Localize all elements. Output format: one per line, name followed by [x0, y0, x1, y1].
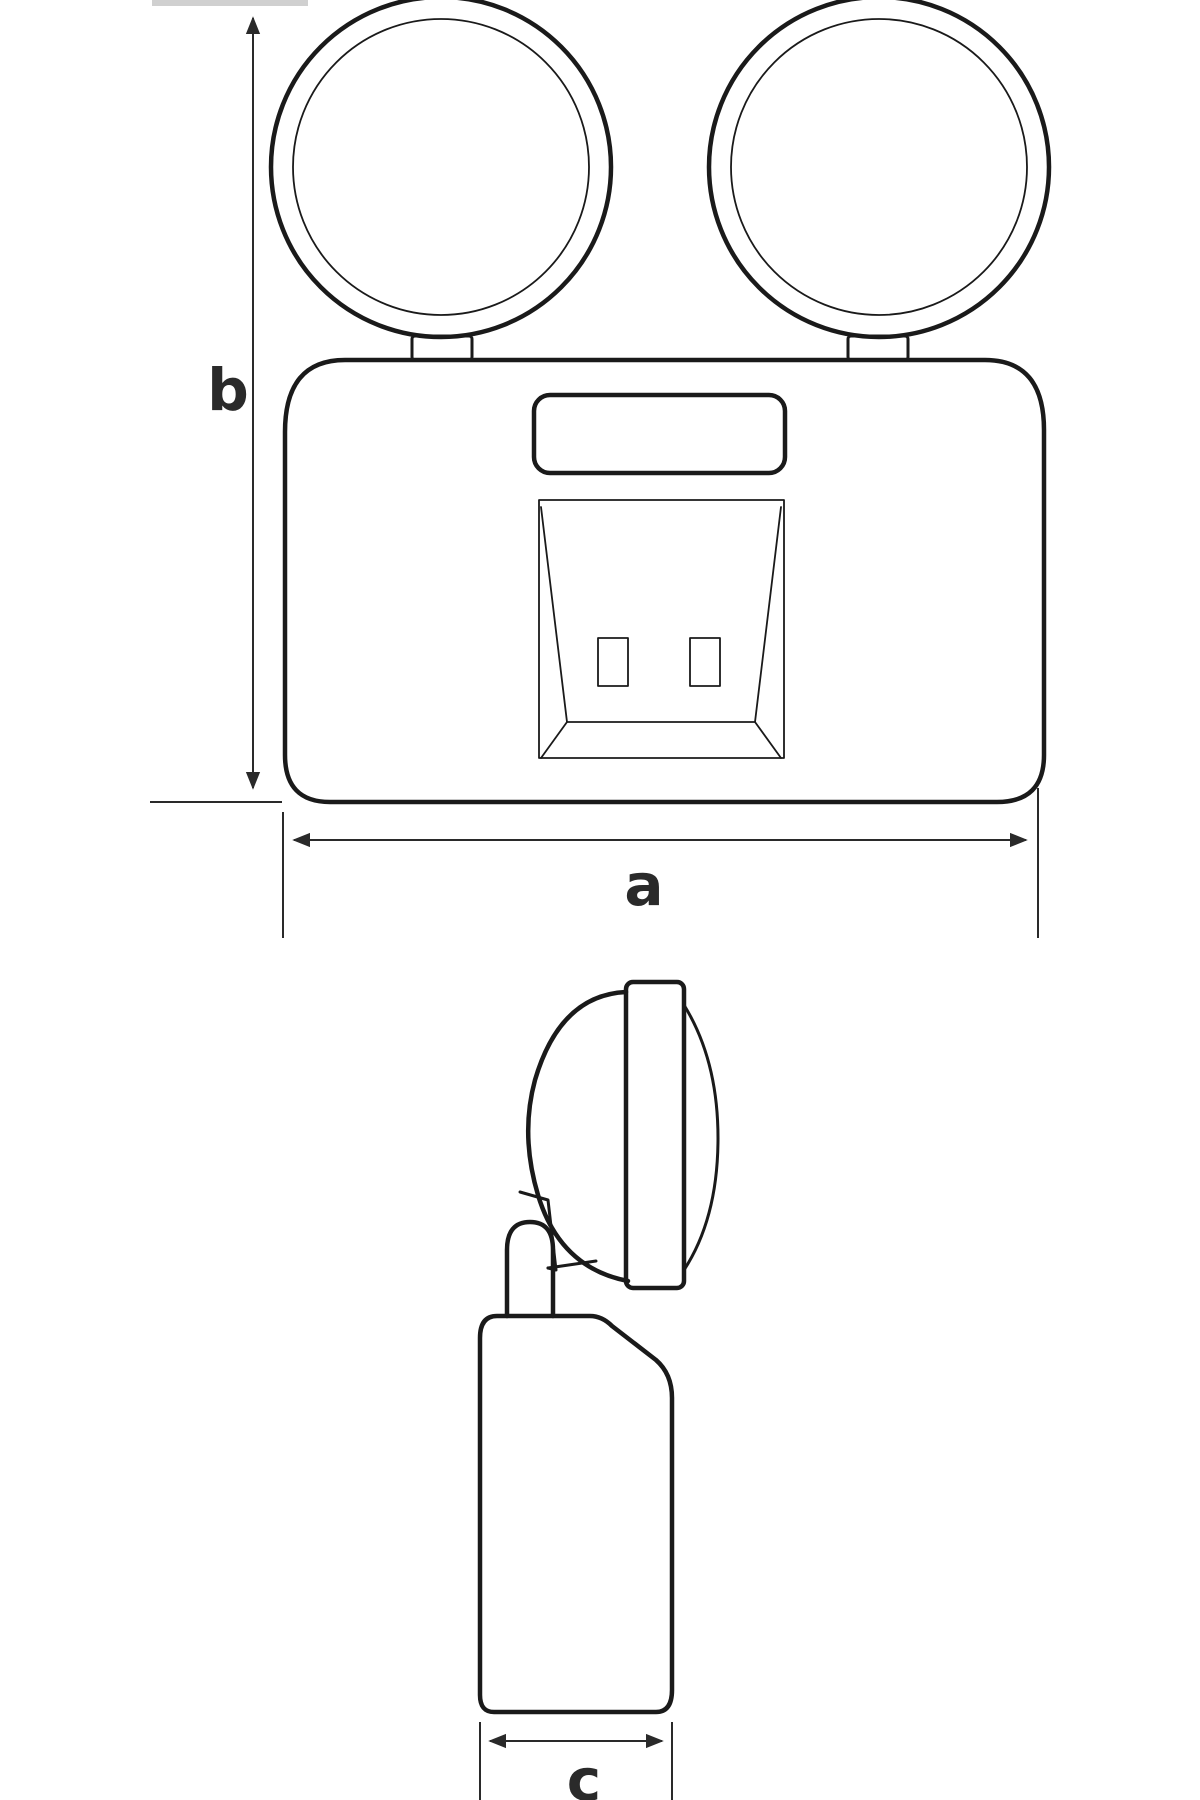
dimension-c: c: [479, 1722, 673, 1800]
socket-panel: [538, 499, 785, 759]
indicator-window: [531, 392, 788, 476]
dimension-a-label: a: [624, 851, 663, 919]
dimension-c-label: c: [567, 1746, 601, 1800]
front-view: [268, 0, 1052, 805]
side-lamp-bezel: [623, 979, 687, 1291]
dimension-b: b: [150, 16, 282, 803]
right-lamp-head: [706, 0, 1052, 362]
side-stem: [504, 1219, 556, 1319]
dimension-b-label: b: [207, 356, 249, 424]
side-lamp-dome: [525, 989, 631, 1284]
grey-swatch: [152, 0, 308, 6]
front-body-housing: [282, 357, 1047, 805]
side-view: [477, 979, 720, 1715]
side-body-housing: [477, 1313, 675, 1715]
left-lamp-head: [268, 0, 614, 362]
dimension-a: a: [282, 788, 1039, 938]
